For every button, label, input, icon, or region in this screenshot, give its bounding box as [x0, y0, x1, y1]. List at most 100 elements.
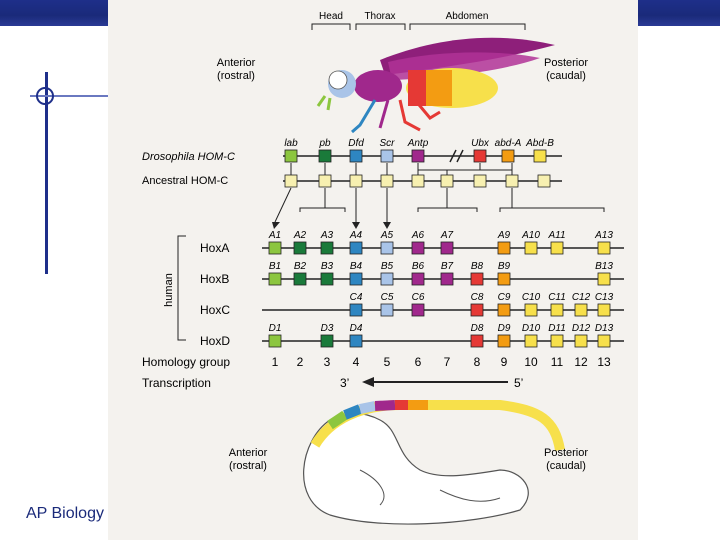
homology-number-3: 3: [324, 355, 331, 369]
hox-gene-label-a4: A4: [349, 230, 363, 241]
hox-gene-box-a4: [349, 241, 363, 255]
hox-gene-label-c8: C8: [471, 292, 484, 303]
homology-number-12: 12: [574, 355, 588, 369]
fly-gene-label-dfd: Dfd: [348, 138, 364, 149]
homology-number-8: 8: [474, 355, 481, 369]
hox-gene-box-a5: [380, 241, 394, 255]
hox-gene-box-d11: [550, 334, 564, 348]
hox-gene-label-c6: C6: [412, 292, 425, 303]
hox-gene-box-b5: [380, 272, 394, 286]
hox-gene-box-c10: [524, 303, 538, 317]
abdomen-label: Abdomen: [446, 11, 489, 22]
fly-gene-label-abd-b: Abd-B: [525, 138, 554, 149]
hox-gene-label-b1: B1: [269, 261, 281, 272]
hox-gene-label-a11: A11: [547, 230, 565, 241]
hox-gene-box-c13: [597, 303, 611, 317]
ancestral-gene-box-1: [284, 174, 298, 188]
footer-label: AP Biology: [26, 505, 104, 522]
anterior-top-label: Anterior: [217, 57, 256, 69]
fly-gene-box-ubx: [473, 149, 487, 163]
ancestral-gene-box-7: [473, 174, 487, 188]
hox-gene-label-c9: C9: [498, 292, 511, 303]
ancestral-gene-box-3: [349, 174, 363, 188]
fruit-fly-illustration: [316, 37, 555, 134]
posterior-bottom-sub: (caudal): [546, 460, 586, 472]
decorative-vertical-line: [45, 72, 48, 274]
hox-gene-label-b3: B3: [321, 261, 334, 272]
hox-gene-box-b2: [293, 272, 307, 286]
decorative-horizontal-line: [30, 95, 110, 97]
posterior-bottom-label: Posterior: [544, 447, 588, 459]
hox-gene-box-d3: [320, 334, 334, 348]
ancestral-genes: [284, 174, 551, 188]
hox-gene-box-b7: [440, 272, 454, 286]
fly-gene-box-pb: [318, 149, 332, 163]
hox-gene-label-a5: A5: [380, 230, 394, 241]
fly-gene-box-lab: [284, 149, 298, 163]
hox-gene-box-b1: [268, 272, 282, 286]
posterior-top-sub: (caudal): [546, 70, 586, 82]
hoxb-label: HoxB: [200, 272, 229, 286]
hox-gene-label-c4: C4: [350, 292, 363, 303]
transcription-label: Transcription: [142, 376, 211, 390]
ancestral-label: Ancestral HOM-C: [142, 175, 228, 187]
diagram-panel: Head Thorax Abdomen Anterior (rostral) P…: [108, 0, 638, 540]
hox-gene-label-c10: C10: [522, 292, 541, 303]
hox-gene-box-c9: [497, 303, 511, 317]
ancestral-gene-box-8: [505, 174, 519, 188]
fly-gene-label-pb: pb: [318, 138, 331, 149]
hox-gene-label-c5: C5: [381, 292, 394, 303]
hox-gene-box-a9: [497, 241, 511, 255]
hox-gene-label-d10: D10: [522, 323, 541, 334]
drosophila-break-a: [449, 149, 457, 163]
hox-gene-label-b8: B8: [471, 261, 484, 272]
posterior-top-label: Posterior: [544, 57, 588, 69]
hox-gene-box-b3: [320, 272, 334, 286]
ancestral-gene-box-4: [380, 174, 394, 188]
hox-gene-box-d4: [349, 334, 363, 348]
anterior-bottom-label: Anterior: [229, 447, 268, 459]
fly-gene-box-dfd: [349, 149, 363, 163]
fly-gene-label-antp: Antp: [407, 138, 429, 149]
fly-gene-label-scr: Scr: [380, 138, 396, 149]
hox-gene-box-d13: [597, 334, 611, 348]
hoxc-label: HoxC: [200, 303, 230, 317]
hox-gene-label-d9: D9: [498, 323, 511, 334]
hox-gene-label-d3: D3: [321, 323, 334, 334]
hox-gene-box-c6: [411, 303, 425, 317]
hoxd-label: HoxD: [200, 334, 230, 348]
hox-gene-box-d1: [268, 334, 282, 348]
homology-number-10: 10: [524, 355, 538, 369]
hox-gene-box-a6: [411, 241, 425, 255]
hox-gene-box-c12: [574, 303, 588, 317]
hox-gene-label-d8: D8: [471, 323, 484, 334]
human-embryo-illustration: [303, 400, 565, 525]
homology-number-1: 1: [272, 355, 279, 369]
fly-ancestral-connectors: [290, 163, 513, 175]
hox-gene-label-a3: A3: [320, 230, 334, 241]
homology-number-9: 9: [501, 355, 508, 369]
hox-gene-label-a9: A9: [497, 230, 511, 241]
hox-gene-label-c12: C12: [572, 292, 591, 303]
hox-gene-label-d1: D1: [269, 323, 282, 334]
hox-gene-label-b6: B6: [412, 261, 425, 272]
hox-diagram: Head Thorax Abdomen Anterior (rostral) P…: [142, 11, 624, 525]
hox-gene-box-c8: [470, 303, 484, 317]
human-label: human: [163, 273, 175, 307]
connector-arrowheads: [272, 222, 391, 229]
hox-gene-label-a1: A1: [268, 230, 281, 241]
hox-gene-box-a10: [524, 241, 538, 255]
hox-gene-label-d11: D11: [548, 323, 566, 334]
ancestral-gene-box-6: [440, 174, 454, 188]
ancestral-human-connectors: [274, 187, 605, 223]
human-bracket: [177, 235, 186, 341]
hox-gene-box-a7: [440, 241, 454, 255]
hox-gene-label-c13: C13: [595, 292, 614, 303]
body-region-brackets: [311, 23, 526, 30]
anterior-bottom-sub: (rostral): [229, 460, 267, 472]
hox-gene-box-b6: [411, 272, 425, 286]
homology-group-label: Homology group: [142, 355, 230, 369]
hox-gene-box-d8: [470, 334, 484, 348]
